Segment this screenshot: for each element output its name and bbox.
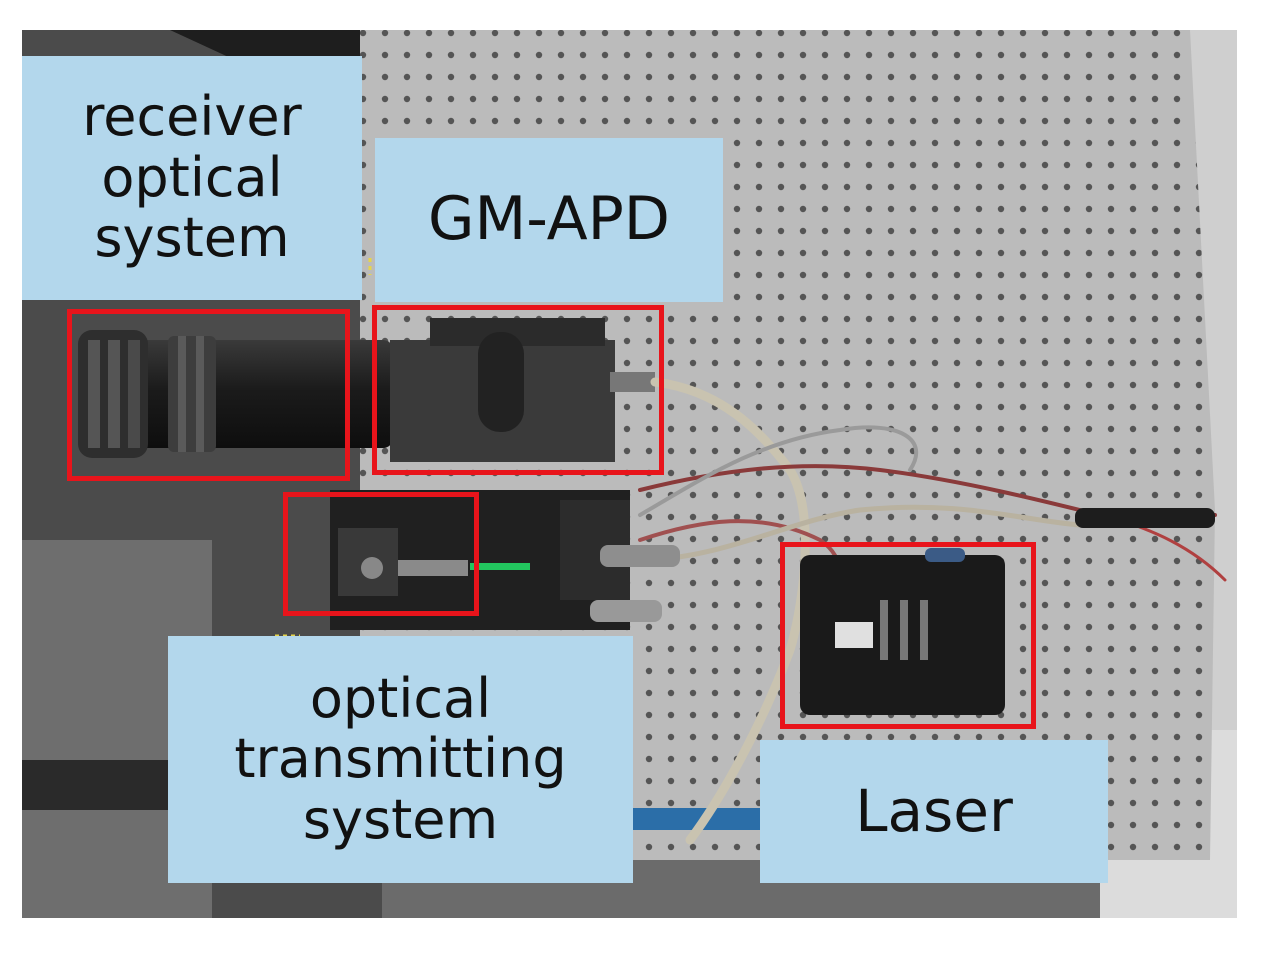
cables [637, 377, 1227, 845]
receiver-lens [78, 330, 393, 458]
receiver-label-line-1: receiver [82, 85, 302, 149]
laser-highlight-box [780, 542, 1036, 729]
laser-label-text: Laser [855, 777, 1013, 846]
gm-apd-detector [390, 318, 655, 462]
gm-apd-highlight-box [372, 305, 664, 475]
gm-apd-label-text: GM-APD [427, 184, 671, 255]
optical-transmitting-system-label: optical transmitting system [168, 636, 633, 883]
laser-module [800, 548, 1005, 715]
transmitter-label-line-3: system [302, 787, 499, 851]
transmitter-highlight-box [283, 492, 479, 616]
transmitter-label-line-2: transmitting [234, 727, 567, 791]
laser-label: Laser [760, 740, 1108, 883]
receiver-highlight-box [67, 309, 350, 481]
gm-apd-label: GM-APD [375, 138, 723, 302]
receiver-optical-system-label: receiver optical system [22, 56, 362, 300]
receiver-label-line-3: system [94, 206, 290, 270]
board-edge-strip [600, 808, 760, 830]
receiver-label-line-2: optical [101, 145, 283, 209]
transmitter-mount [330, 490, 630, 630]
transmitter-label-line-1: optical [309, 666, 492, 730]
